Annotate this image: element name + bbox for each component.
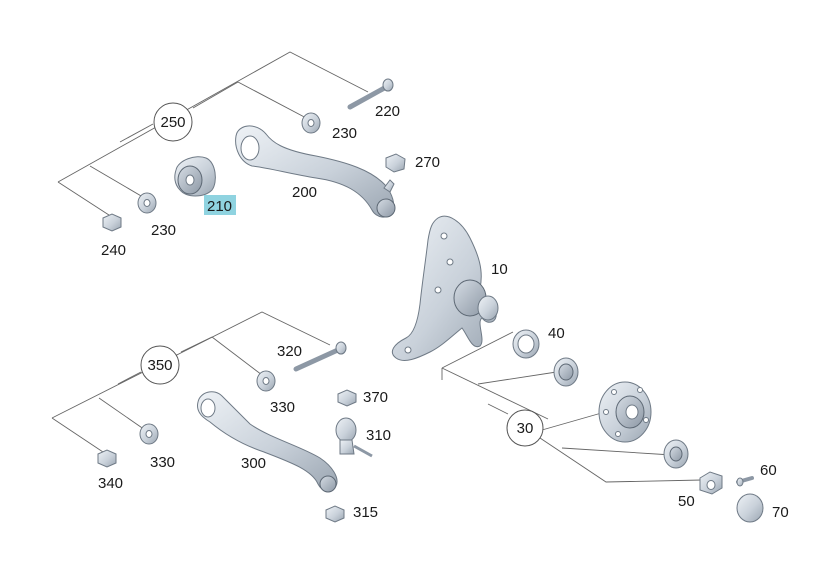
label-210[interactable]: 210 [207, 198, 232, 215]
label-70[interactable]: 70 [772, 504, 789, 521]
label-300[interactable]: 300 [241, 455, 266, 472]
label-320[interactable]: 320 [277, 343, 302, 360]
bushing-210 [174, 156, 216, 197]
bolt-60 [736, 476, 754, 487]
label-230-upper[interactable]: 230 [332, 125, 357, 142]
nut-270 [385, 153, 406, 173]
label-230-lower[interactable]: 230 [151, 222, 176, 239]
group-label-250: 250 [160, 114, 185, 131]
label-340[interactable]: 340 [98, 475, 123, 492]
label-60[interactable]: 60 [760, 462, 777, 479]
label-200[interactable]: 200 [292, 184, 317, 201]
highlight-box-210 [204, 195, 236, 215]
bearing-outer [663, 439, 689, 469]
wheel-hub [598, 381, 652, 443]
part-labels: 220 230 270 200 210 230 240 10 40 320 33… [98, 103, 789, 521]
bearing-inner [553, 357, 579, 387]
steering-knuckle-10 [391, 215, 499, 361]
group-label-350: 350 [147, 357, 172, 374]
group-circle-350[interactable]: 350 [140, 345, 180, 385]
bolt-220 [347, 78, 394, 110]
label-315[interactable]: 315 [353, 504, 378, 521]
ball-joint-310 [335, 417, 373, 458]
label-40[interactable]: 40 [548, 325, 565, 342]
bolt-320 [293, 341, 347, 372]
group-label-30: 30 [517, 420, 534, 437]
label-330-lower[interactable]: 330 [150, 454, 175, 471]
washer-230-upper [301, 112, 321, 134]
label-330-upper[interactable]: 330 [270, 399, 295, 416]
group-circle-250[interactable]: 250 [153, 102, 193, 142]
nut-315 [325, 505, 345, 523]
label-310[interactable]: 310 [366, 427, 391, 444]
label-240[interactable]: 240 [101, 242, 126, 259]
group-circle-30[interactable]: 30 [506, 409, 544, 447]
label-220[interactable]: 220 [375, 103, 400, 120]
nut-370 [337, 389, 357, 407]
seal-ring-40 [512, 329, 540, 359]
label-370[interactable]: 370 [363, 389, 388, 406]
label-270[interactable]: 270 [415, 154, 440, 171]
washer-330-upper [256, 370, 276, 392]
washer-230-lower [137, 192, 157, 214]
dust-cap-70 [736, 493, 764, 523]
label-50[interactable]: 50 [678, 493, 695, 510]
nut-240 [102, 213, 122, 232]
washer-330-lower [139, 423, 159, 445]
upper-control-arm-200 [235, 125, 396, 218]
axle-nut-50 [699, 471, 723, 495]
lower-control-arm-300 [197, 391, 338, 493]
label-10[interactable]: 10 [491, 261, 508, 278]
nut-340 [97, 449, 117, 468]
